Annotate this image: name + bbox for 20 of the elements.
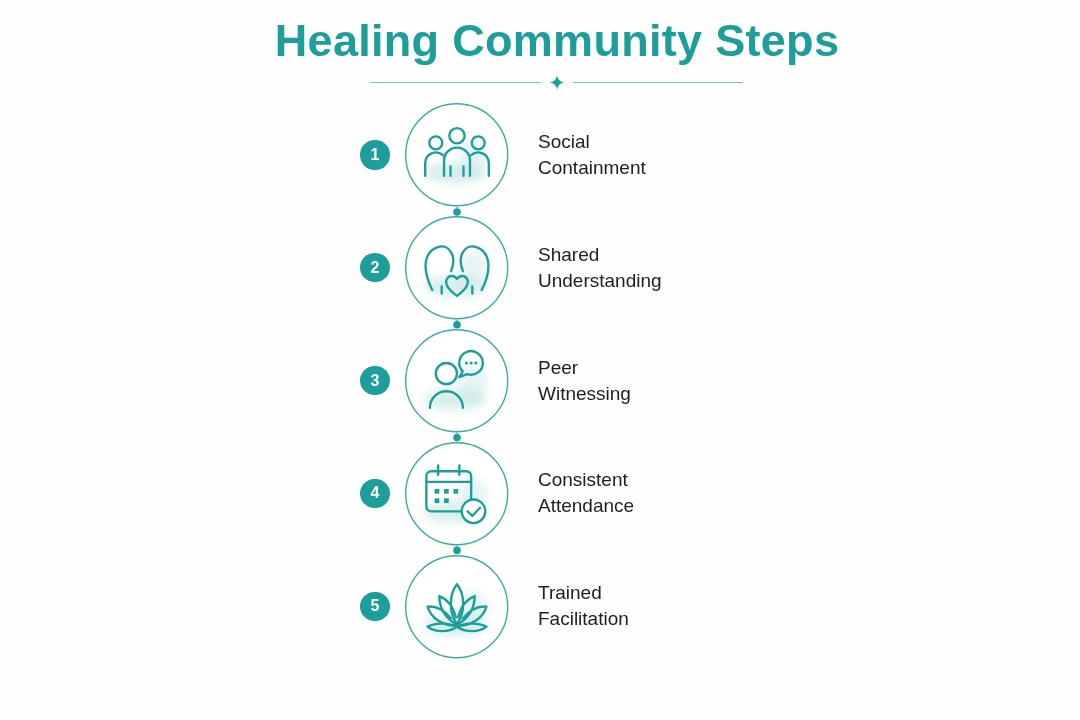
step-circle <box>405 103 509 207</box>
step-circle <box>405 216 509 320</box>
connector-line <box>453 544 461 555</box>
title: Healing Community Steps <box>274 16 840 66</box>
step-circle <box>405 441 509 546</box>
step-label: Shared Understanding <box>538 242 662 293</box>
step-number-badge: 1 <box>360 140 390 170</box>
step-circle <box>405 328 509 433</box>
step-number-badge: 4 <box>360 478 390 509</box>
step-label: Peer Witnessing <box>538 355 631 406</box>
step-label: Consistent Attendance <box>538 468 635 519</box>
step-number-badge: 3 <box>360 365 390 396</box>
step-circle <box>405 554 509 658</box>
connector-line <box>453 206 461 216</box>
connector-line <box>453 431 461 442</box>
step-number-badge: 2 <box>360 253 390 283</box>
step-number-badge: 5 <box>360 591 390 621</box>
step-label: Trained Facilitation <box>538 581 629 632</box>
step-label: Social Containment <box>538 130 646 180</box>
connector-line <box>453 319 461 329</box>
